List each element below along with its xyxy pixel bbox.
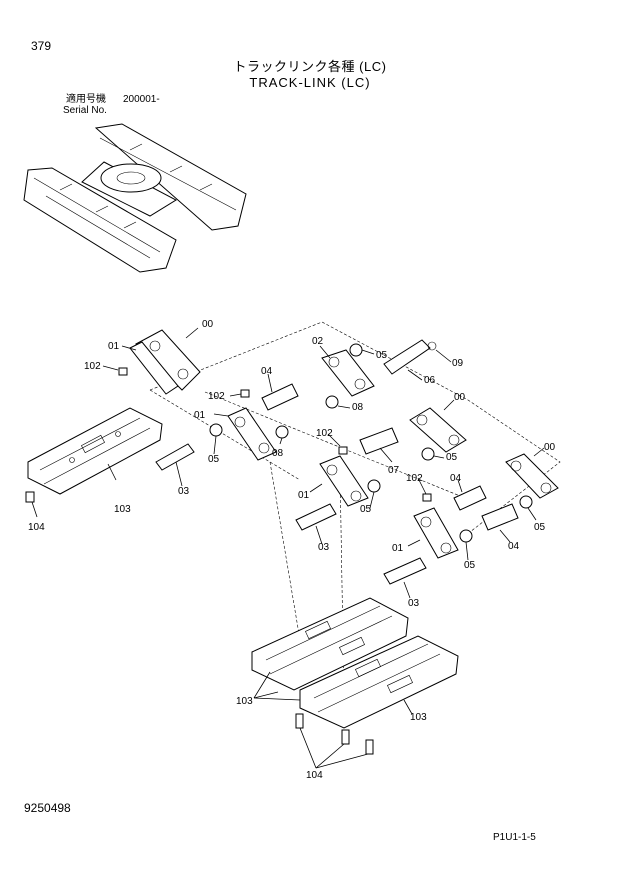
page-number: 379 (31, 39, 52, 53)
seal-05-f (459, 529, 473, 543)
callout-01: 01 (392, 543, 404, 554)
seal-05-a (349, 343, 363, 357)
undercarriage-overview (23, 123, 247, 273)
callout-102: 102 (208, 391, 225, 402)
seal-05-e (367, 479, 381, 493)
callout-104: 104 (28, 522, 45, 533)
callout-03: 03 (408, 598, 420, 609)
track-link-00-b (409, 407, 467, 453)
callout-102: 102 (316, 428, 333, 439)
callout-07: 07 (388, 465, 400, 476)
callout-00: 00 (454, 392, 466, 403)
callout-103: 103 (114, 504, 131, 515)
callout-03: 03 (178, 486, 190, 497)
callout-05: 05 (376, 350, 388, 361)
track-link-00-c (505, 453, 559, 499)
bushing-04-a (261, 383, 299, 411)
nut-102-b (240, 389, 250, 398)
callout-04: 04 (450, 473, 462, 484)
callout-05: 05 (208, 454, 220, 465)
callout-09: 09 (452, 358, 464, 369)
pin-06 (383, 339, 431, 375)
track-link-00-a (129, 329, 201, 395)
seal-05-b (209, 423, 223, 437)
page-code: P1U1-1-5 (493, 832, 536, 843)
serial-label-english: Serial No. (63, 105, 107, 116)
callout-06: 06 (424, 375, 436, 386)
bushing-07 (359, 427, 399, 455)
bolt-104-b (295, 713, 304, 729)
pin-03-b (295, 503, 337, 531)
track-link-02 (321, 349, 375, 397)
callout-05: 05 (360, 504, 372, 515)
callout-00: 00 (202, 319, 214, 330)
track-link-01-b (227, 407, 277, 461)
nut-102-a (118, 367, 128, 376)
callout-labels: 00 01 102 103 104 02 05 09 06 04 102 08 … (28, 319, 556, 781)
title-english: TRACK-LINK (LC) (249, 75, 371, 90)
callout-01: 01 (194, 410, 206, 421)
track-link-01-c (319, 455, 369, 507)
serial-range: 200001- (123, 94, 160, 105)
drawing-number: 9250498 (24, 801, 71, 815)
spacer-08-b (275, 425, 289, 439)
pin-03-c (383, 557, 427, 585)
bolt-104-d (365, 739, 374, 755)
track-shoe-lower-a (251, 597, 409, 691)
nut-102-d (422, 493, 432, 502)
bushing-04-b (453, 485, 487, 511)
bolt-104-a (25, 491, 35, 503)
callout-102: 102 (406, 473, 423, 484)
callout-01: 01 (298, 490, 310, 501)
bolt-104-c (341, 729, 350, 745)
callout-05: 05 (464, 560, 476, 571)
spacer-08-a (325, 395, 339, 409)
callout-103: 103 (410, 712, 427, 723)
callout-00: 00 (544, 442, 556, 453)
assembly-outline (149, 321, 561, 701)
pin-03-a (155, 443, 195, 471)
nut-102-c (338, 446, 348, 455)
track-link-01-d (413, 507, 459, 559)
callout-02: 02 (312, 336, 324, 347)
leader-lines (31, 327, 545, 769)
callout-04: 04 (261, 366, 273, 377)
callout-05: 05 (534, 522, 546, 533)
callout-05: 05 (446, 452, 458, 463)
callout-103: 103 (236, 696, 253, 707)
callout-03: 03 (318, 542, 330, 553)
seal-05-c (421, 447, 435, 461)
callout-01: 01 (108, 341, 120, 352)
track-shoe-lower-b (299, 635, 459, 729)
callout-104: 104 (306, 770, 323, 781)
callout-04: 04 (508, 541, 520, 552)
callout-102: 102 (84, 361, 101, 372)
bushing-04-c (481, 503, 519, 531)
callout-08: 08 (272, 448, 284, 459)
serial-label-japanese: 適用号機 (66, 94, 106, 105)
clip-09 (427, 341, 437, 351)
title-japanese: トラックリンク各種 (LC) (233, 59, 387, 74)
seal-05-d (519, 495, 533, 509)
callout-08: 08 (352, 402, 364, 413)
track-shoe-upper-left (27, 407, 163, 495)
